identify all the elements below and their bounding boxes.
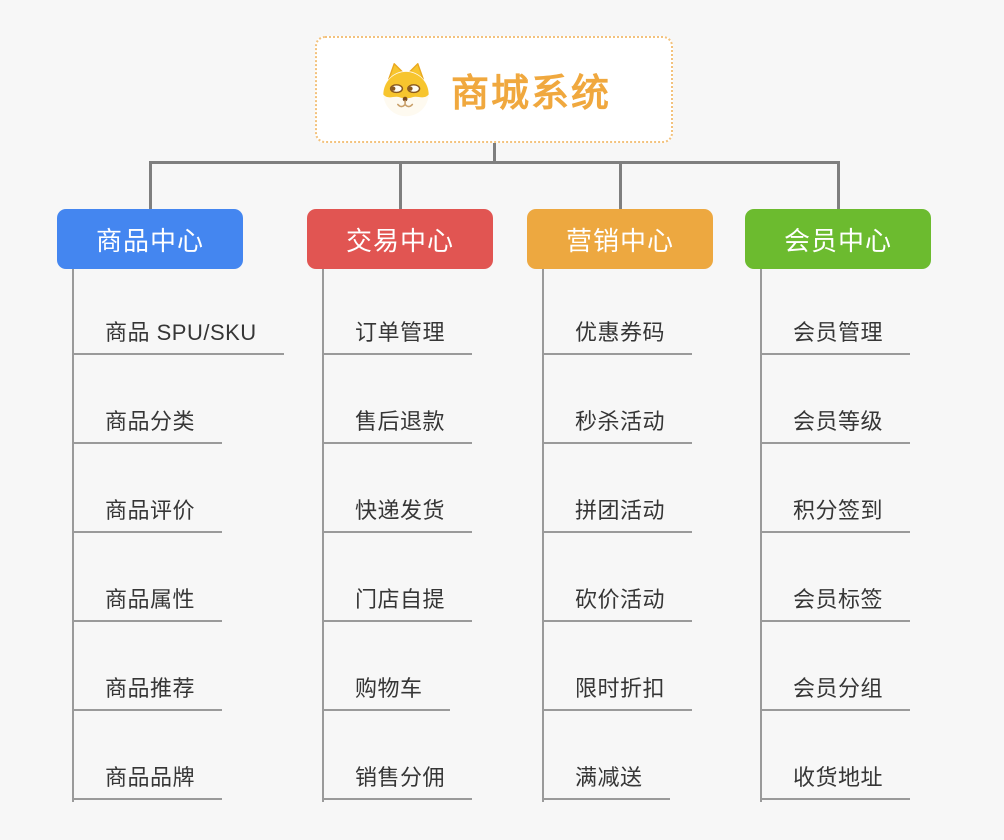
branch-drop-line-1 — [398, 161, 402, 210]
leaf-row: 满减送 — [542, 711, 692, 800]
leaf-marketing-center-2[interactable]: 拼团活动 — [542, 493, 693, 533]
root-node[interactable]: 商城系统 — [315, 36, 673, 143]
leaf-row: 商品评价 — [72, 444, 284, 533]
branch-leaf-list: 会员管理会员等级积分签到会员标签会员分组收货地址 — [760, 266, 911, 800]
branch-spine-line — [322, 269, 324, 802]
leaf-marketing-center-5[interactable]: 满减送 — [542, 760, 670, 800]
leaf-member-center-0[interactable]: 会员管理 — [760, 315, 911, 355]
branch-trunk-line — [148, 161, 840, 164]
leaf-product-center-2[interactable]: 商品评价 — [72, 493, 223, 533]
leaf-row: 商品 SPU/SKU — [72, 266, 284, 355]
branch-header-trade-center[interactable]: 交易中心 — [307, 209, 493, 269]
branch-header-product-center[interactable]: 商品中心 — [57, 209, 243, 269]
leaf-row: 会员标签 — [760, 533, 911, 622]
branch-spine-line — [72, 269, 74, 802]
leaf-row: 销售分佣 — [322, 711, 473, 800]
leaf-row: 会员分组 — [760, 622, 911, 711]
leaf-trade-center-4[interactable]: 购物车 — [322, 671, 450, 711]
leaf-trade-center-3[interactable]: 门店自提 — [322, 582, 473, 622]
leaf-row: 购物车 — [322, 622, 472, 711]
leaf-row: 秒杀活动 — [542, 355, 693, 444]
leaf-row: 商品品牌 — [72, 711, 284, 800]
leaf-row: 拼团活动 — [542, 444, 693, 533]
branch-leaf-list: 优惠券码秒杀活动拼团活动砍价活动限时折扣满减送 — [542, 266, 693, 800]
leaf-product-center-5[interactable]: 商品品牌 — [72, 760, 223, 800]
branch-leaf-list: 订单管理售后退款快递发货门店自提购物车销售分佣 — [322, 266, 473, 800]
leaf-marketing-center-4[interactable]: 限时折扣 — [542, 671, 693, 711]
leaf-row: 商品属性 — [72, 533, 284, 622]
leaf-member-center-1[interactable]: 会员等级 — [760, 404, 911, 444]
leaf-member-center-5[interactable]: 收货地址 — [760, 760, 911, 800]
leaf-row: 会员等级 — [760, 355, 911, 444]
leaf-product-center-3[interactable]: 商品属性 — [72, 582, 223, 622]
leaf-row: 优惠券码 — [542, 266, 693, 355]
branch-leaf-list: 商品 SPU/SKU 商品分类商品评价商品属性商品推荐商品品牌 — [72, 266, 284, 800]
leaf-product-center-1[interactable]: 商品分类 — [72, 404, 223, 444]
leaf-row: 限时折扣 — [542, 622, 693, 711]
leaf-row: 砍价活动 — [542, 533, 693, 622]
leaf-row: 商品推荐 — [72, 622, 284, 711]
leaf-row: 商品分类 — [72, 355, 284, 444]
root-connector-stub — [492, 143, 496, 164]
branch-drop-line-0 — [148, 161, 152, 210]
branch-drop-line-2 — [618, 161, 622, 210]
branch-header-member-center[interactable]: 会员中心 — [745, 209, 931, 269]
leaf-trade-center-1[interactable]: 售后退款 — [322, 404, 473, 444]
leaf-row: 收货地址 — [760, 711, 911, 800]
branch-drop-line-3 — [836, 161, 840, 210]
branch-spine-line — [760, 269, 762, 802]
leaf-trade-center-2[interactable]: 快递发货 — [322, 493, 473, 533]
leaf-row: 门店自提 — [322, 533, 473, 622]
branch-spine-line — [542, 269, 544, 802]
shiba-dog-icon — [377, 61, 435, 119]
leaf-row: 会员管理 — [760, 266, 911, 355]
leaf-member-center-4[interactable]: 会员分组 — [760, 671, 911, 711]
leaf-trade-center-0[interactable]: 订单管理 — [322, 315, 473, 355]
leaf-marketing-center-1[interactable]: 秒杀活动 — [542, 404, 693, 444]
leaf-marketing-center-3[interactable]: 砍价活动 — [542, 582, 693, 622]
leaf-marketing-center-0[interactable]: 优惠券码 — [542, 315, 693, 355]
leaf-row: 订单管理 — [322, 266, 473, 355]
leaf-product-center-0[interactable]: 商品 SPU/SKU — [72, 315, 284, 355]
leaf-row: 快递发货 — [322, 444, 473, 533]
leaf-row: 积分签到 — [760, 444, 911, 533]
leaf-row: 售后退款 — [322, 355, 473, 444]
leaf-trade-center-5[interactable]: 销售分佣 — [322, 760, 473, 800]
leaf-member-center-3[interactable]: 会员标签 — [760, 582, 911, 622]
leaf-member-center-2[interactable]: 积分签到 — [760, 493, 911, 533]
leaf-product-center-4[interactable]: 商品推荐 — [72, 671, 223, 711]
branch-header-marketing-center[interactable]: 营销中心 — [527, 209, 713, 269]
root-title: 商城系统 — [450, 73, 611, 115]
